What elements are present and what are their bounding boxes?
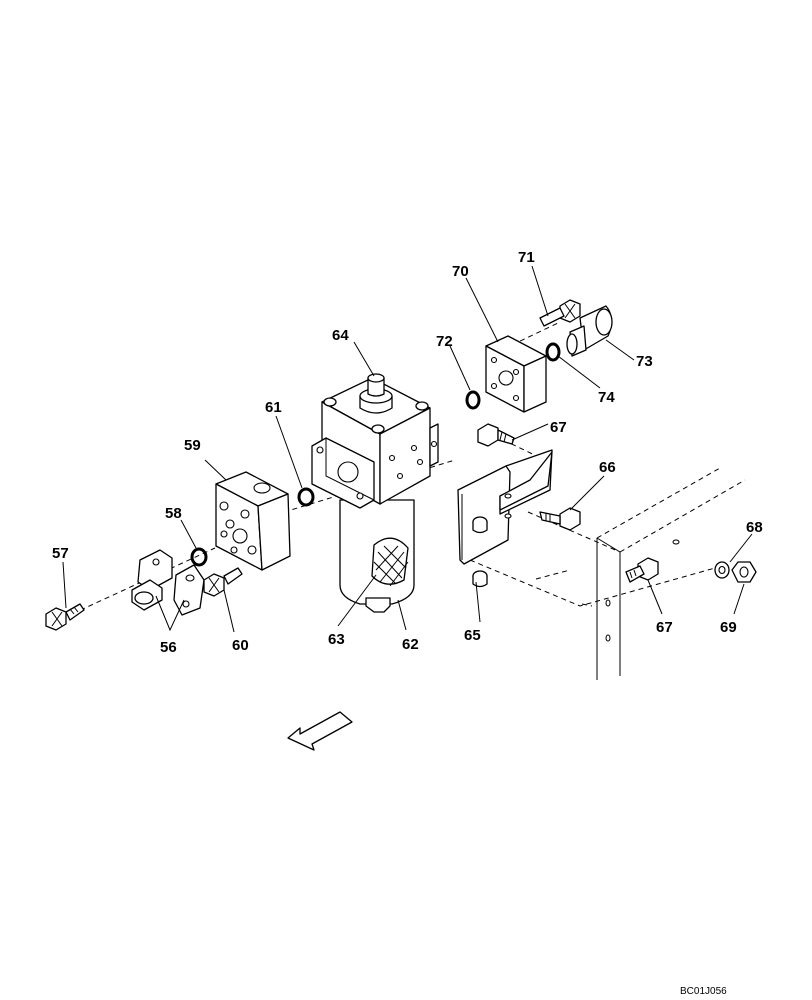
frame-panel <box>581 467 746 680</box>
nut-69 <box>731 561 757 583</box>
callout-72: 72 <box>436 333 453 350</box>
drawing-code: BC01J056 <box>680 986 727 997</box>
o-ring-61 <box>297 487 315 507</box>
callout-68: 68 <box>746 519 763 536</box>
washer-68 <box>714 561 730 579</box>
cover-plate-70 <box>485 335 547 413</box>
callout-56: 56 <box>160 639 177 656</box>
bolt-67-upper <box>477 423 515 447</box>
callout-60: 60 <box>232 637 249 654</box>
callout-67-upper: 67 <box>550 419 567 436</box>
bracket-65 <box>457 449 553 588</box>
valve-block-59 <box>215 471 291 571</box>
plug-73 <box>566 305 613 357</box>
o-ring-58 <box>190 547 208 567</box>
bolt-60 <box>203 567 243 597</box>
callout-71: 71 <box>518 249 535 266</box>
bolt-66 <box>539 507 581 531</box>
callouts: 56 57 58 59 60 61 62 63 64 65 66 67 67 6… <box>52 249 763 656</box>
callout-61: 61 <box>265 399 282 416</box>
callout-65: 65 <box>464 627 481 644</box>
callout-67-lower: 67 <box>656 619 673 636</box>
bolt-57 <box>45 603 85 631</box>
callout-59: 59 <box>184 437 201 454</box>
filter-assembly-62 <box>311 373 439 613</box>
callout-74: 74 <box>598 389 615 406</box>
bolt-67-lower <box>625 557 659 583</box>
leader-lines <box>62 265 753 633</box>
o-ring-72 <box>465 390 481 410</box>
flange-halves-56 <box>131 549 205 616</box>
callout-66: 66 <box>599 459 616 476</box>
callout-70: 70 <box>452 263 469 280</box>
callout-58: 58 <box>165 505 182 522</box>
callout-57: 57 <box>52 545 69 562</box>
direction-arrow <box>287 711 353 751</box>
callout-64: 64 <box>332 327 349 344</box>
callout-63: 63 <box>328 631 345 648</box>
callout-62: 62 <box>402 636 419 653</box>
callout-73: 73 <box>636 353 653 370</box>
callout-69: 69 <box>720 619 737 636</box>
o-ring-74 <box>545 342 561 362</box>
bolt-71 <box>539 299 581 327</box>
